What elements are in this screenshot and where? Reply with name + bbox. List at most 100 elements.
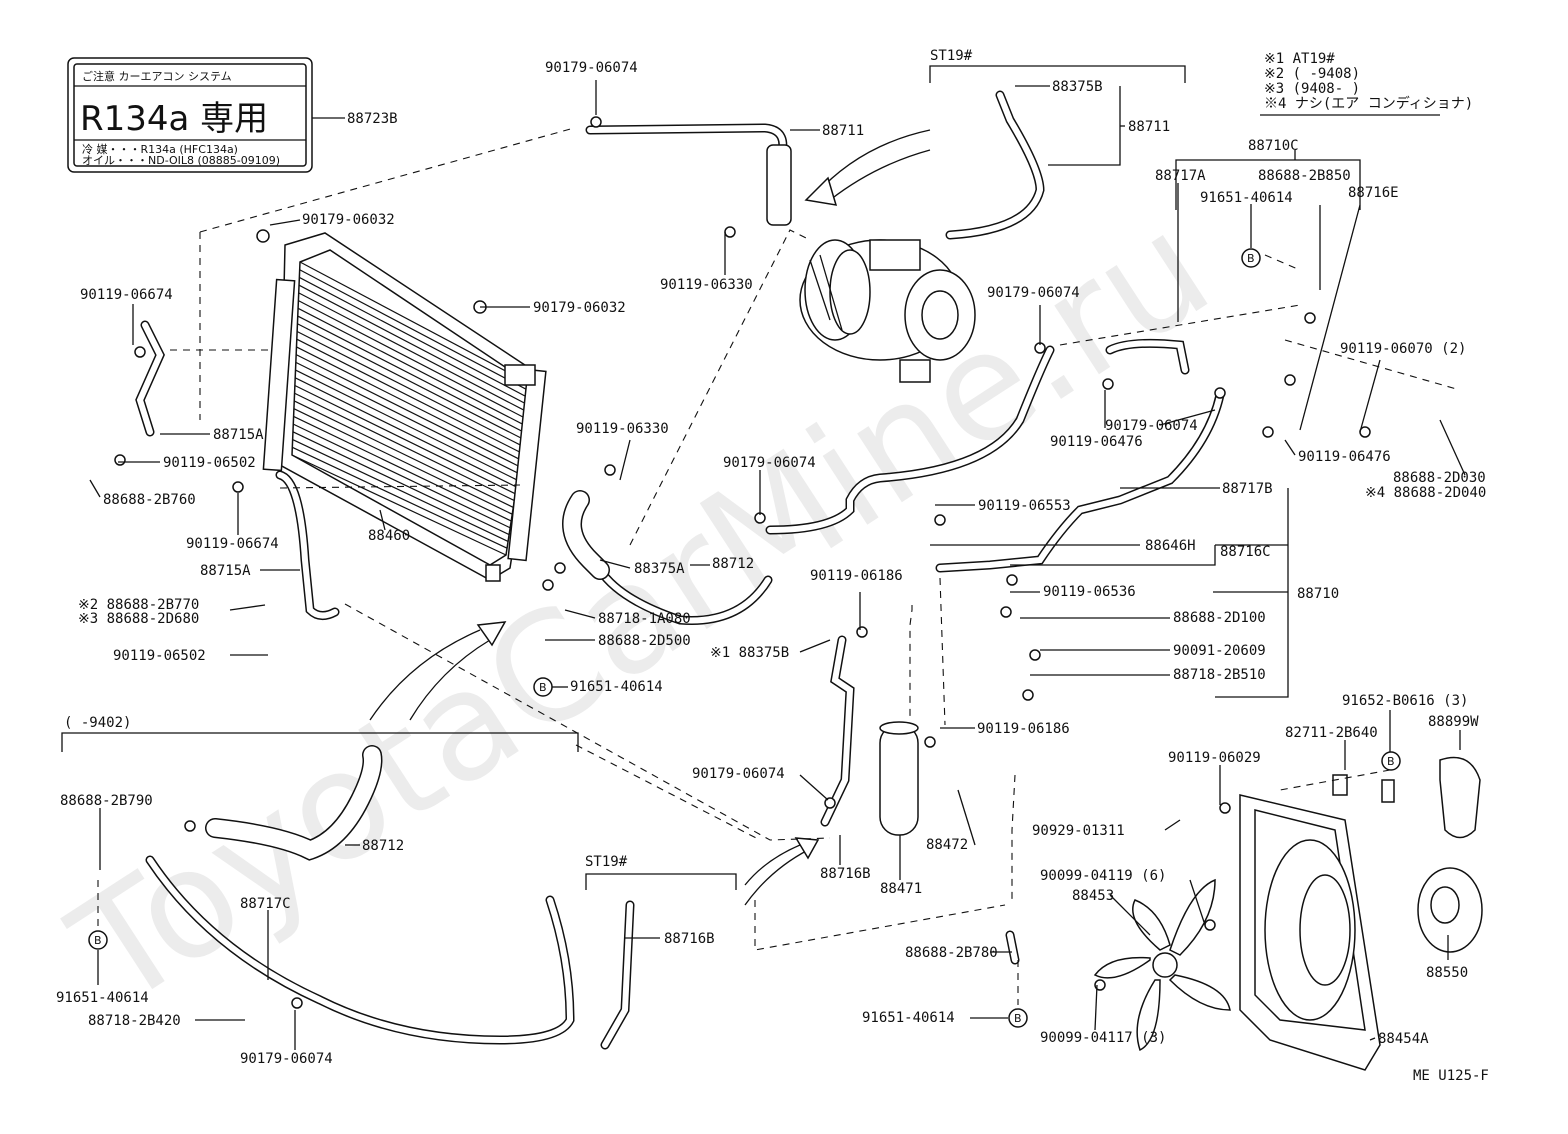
callout-label: 88688-2D100 [1173,610,1266,626]
hardware [114,116,1371,1009]
callout-label: 90179-06074 [723,455,816,471]
callout-label: 90119-06186 [810,568,903,584]
callout-label: 88712 [362,838,404,854]
callout-label: 88646H [1145,538,1196,554]
callout-label: 88688-2D030 [1393,470,1486,486]
condenser-fin [293,408,513,515]
diagram-code: ME U125-F [1413,1068,1489,1084]
bolt [590,116,602,128]
callout-label: 88723B [347,111,398,127]
bolt-marker-b: B [88,930,108,950]
callout-label: 88717C [240,896,291,912]
bolt [114,454,126,466]
condenser-fin [298,284,530,406]
condenser-fin [293,423,511,529]
group-brackets: ST19# ( -9402) ST19# [61,48,1361,890]
bolt-marker-b: B [1008,1008,1028,1028]
callout-label: 90119-06330 [576,421,669,437]
callout-label: 90119-06553 [978,498,1071,514]
condenser-fin [291,454,507,556]
bolt [934,514,946,526]
bolt [1262,426,1274,438]
bolt-marker-b: B [1381,751,1401,771]
svg-text:B: B [1247,252,1255,265]
callout-label: 90099-04119 (6) [1040,868,1166,884]
receiver-drier [879,721,919,836]
condenser-fin [299,276,531,400]
bolt [1214,387,1226,399]
callout-label: 88712 [712,556,754,572]
bolt [1219,802,1231,814]
group-st19-bottom: ST19# [585,854,628,870]
callout-label: 90929-01311 [1032,823,1125,839]
callout-label: ※3 88688-2D680 [78,611,199,627]
svg-text:B: B [1014,1012,1022,1025]
condenser-fin [297,323,524,440]
condenser-fin [295,361,519,474]
callout-leaders [89,80,1466,1050]
bolt-markers: B B B B B [88,248,1401,1028]
callout-label: 88717A [1155,168,1206,184]
bolt [291,997,303,1009]
callout-label: ※1 88375B [710,645,789,661]
bolt-marker-b: B [533,677,553,697]
bolt [232,481,244,493]
note-1: ※1 AT19# [1264,51,1335,67]
group-9402: ( -9402) [64,715,131,731]
callout-label: 88454A [1378,1031,1429,1047]
callout-label: 88453 [1072,888,1114,904]
callout-label: 88688-2B790 [60,793,153,809]
svg-text:B: B [539,681,547,694]
label-main: R134a 専用 [80,99,268,139]
condenser-fin [296,330,523,447]
callout-label: 91652-B0616 (3) [1342,693,1468,709]
condenser-fin [294,377,517,488]
callout-label: 88472 [926,837,968,853]
callout-label: 88717B [1222,481,1273,497]
bolt [1029,649,1041,661]
compressor [799,239,976,383]
callout-label: 90119-06476 [1050,434,1143,450]
bolt [1304,312,1316,324]
condenser-fin [297,307,527,427]
callout-label: 88688-2B780 [905,945,998,961]
callout-label: 88688-2B850 [1258,168,1351,184]
callout-label: 90091-20609 [1173,643,1266,659]
callout-label: 90179-06032 [302,212,395,228]
callout-label: 88718-2B510 [1173,667,1266,683]
condenser-fin [296,338,522,454]
callout-label: 90179-06032 [533,300,626,316]
condenser-fin [292,439,509,542]
callout-label: 88715A [200,563,251,579]
condenser-fin [298,300,528,420]
bolt [1204,919,1216,931]
condenser-fin [298,292,529,413]
callout-label: 90119-06070 (2) [1340,341,1466,357]
bolt [1284,374,1296,386]
bolt-marker-b: B [1241,248,1261,268]
callout-label: 88716C [1220,544,1271,560]
flow-arrows [369,129,931,906]
callout-label: 88899W [1428,714,1479,730]
callout-label: 88688-2D500 [598,633,691,649]
condenser-fins [291,261,533,556]
notes-legend: ※1 AT19# ※2 ( -9408) ※3 (9408- ) ※4 ナシ(エ… [1260,51,1473,116]
label-line4: オイル・・・ND-OIL8 (08885-09109) [82,154,280,167]
group-st19-top: ST19# [930,48,973,64]
label-line3: 冷 媒・・・R134a (HFC134a) [82,143,238,156]
callout-label: 90179-06074 [1105,418,1198,434]
callout-label: 90119-06674 [186,536,279,552]
bolt [856,626,868,638]
label-line1: ご注意 カーエアコン システム [82,69,232,83]
callout-label: 90179-06074 [545,60,638,76]
callout-label: 90179-06074 [240,1051,333,1067]
condenser-fin [293,415,512,522]
callout-label: 90119-06476 [1298,449,1391,465]
condenser-fin [292,431,510,536]
callout-label: 91651-40614 [56,990,149,1006]
condenser-fin [292,446,508,549]
condenser-fin [293,400,514,508]
bolt [1000,606,1012,618]
callout-label: 88716B [664,931,715,947]
